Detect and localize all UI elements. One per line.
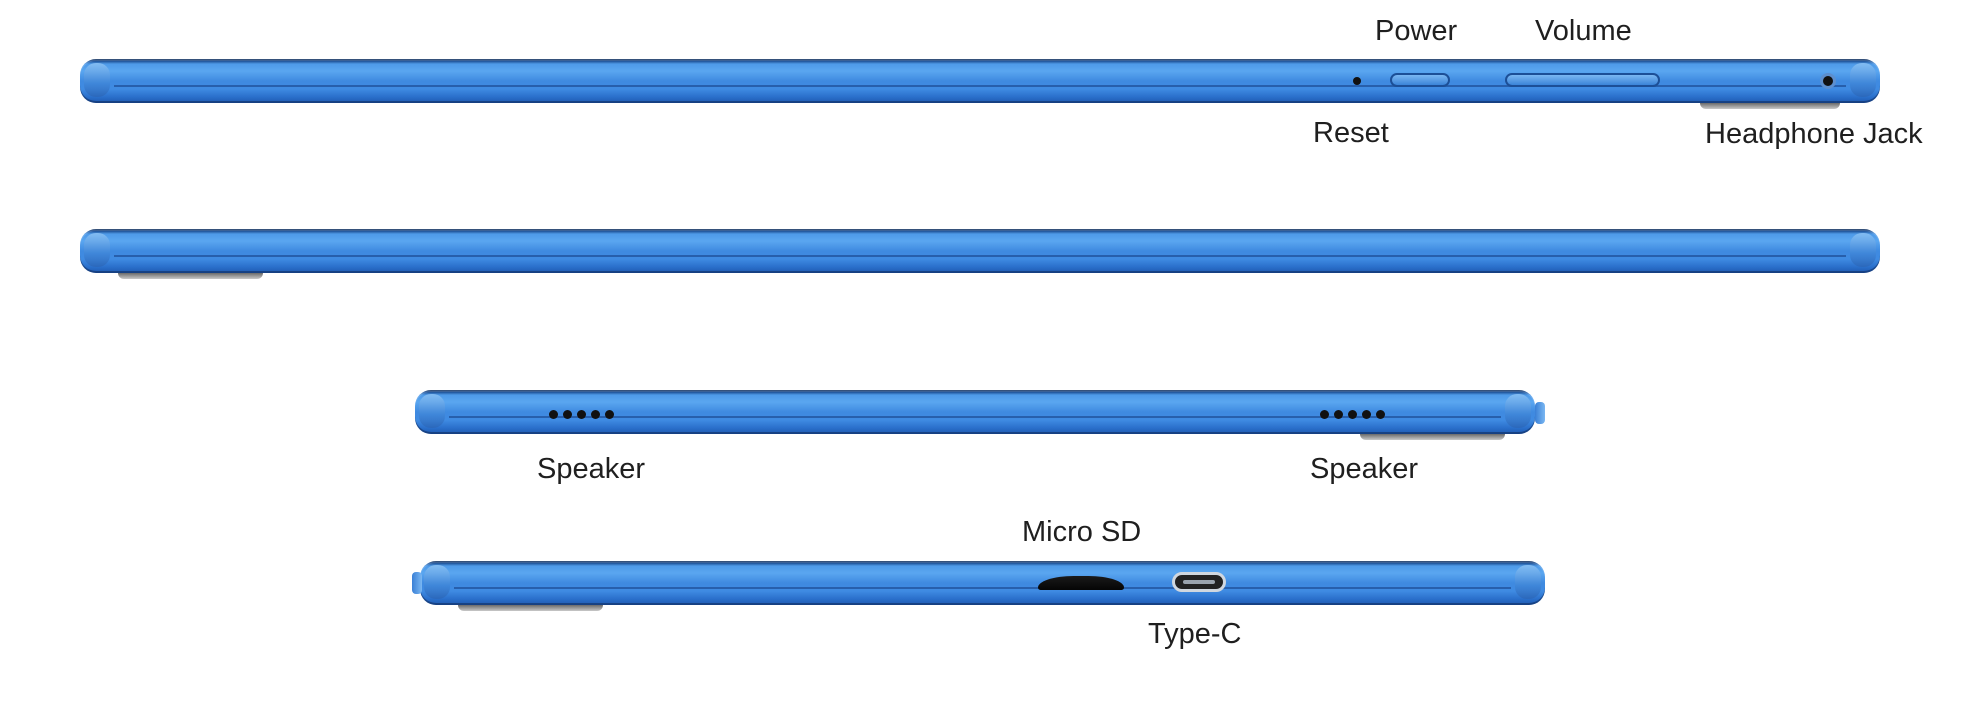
speaker-right-label: Speaker [1310, 453, 1419, 485]
tablet-foot [458, 605, 603, 611]
type-c-label: Type-C [1148, 618, 1242, 650]
edge-seam [454, 587, 1511, 589]
tablet-edge-back [80, 229, 1880, 273]
usb-type-c-port-icon[interactable] [1172, 572, 1226, 592]
reset-label: Reset [1313, 117, 1389, 149]
tablet-edge-ports [420, 561, 1545, 605]
power-button-icon[interactable] [1390, 73, 1450, 87]
side-tab [412, 572, 422, 594]
micro-sd-slot-icon[interactable] [1038, 576, 1124, 590]
headphone-jack-icon[interactable] [1820, 73, 1836, 89]
speaker-grille-icon [1320, 410, 1385, 419]
side-tab [1535, 402, 1545, 424]
volume-rocker-icon[interactable] [1505, 73, 1660, 87]
reset-hole-icon[interactable] [1353, 77, 1361, 85]
power-label: Power [1375, 15, 1458, 47]
speaker-left-label: Speaker [537, 453, 646, 485]
tablet-foot [1360, 434, 1505, 440]
speaker-grille-icon [549, 410, 614, 419]
headphone-jack-label: Headphone Jack [1705, 118, 1923, 150]
edge-seam [114, 85, 1846, 87]
tablet-foot [1700, 103, 1840, 109]
micro-sd-label: Micro SD [1022, 516, 1142, 548]
tablet-foot [118, 273, 263, 279]
edge-seam [114, 255, 1846, 257]
edge-seam [449, 416, 1501, 418]
volume-label: Volume [1535, 15, 1632, 47]
